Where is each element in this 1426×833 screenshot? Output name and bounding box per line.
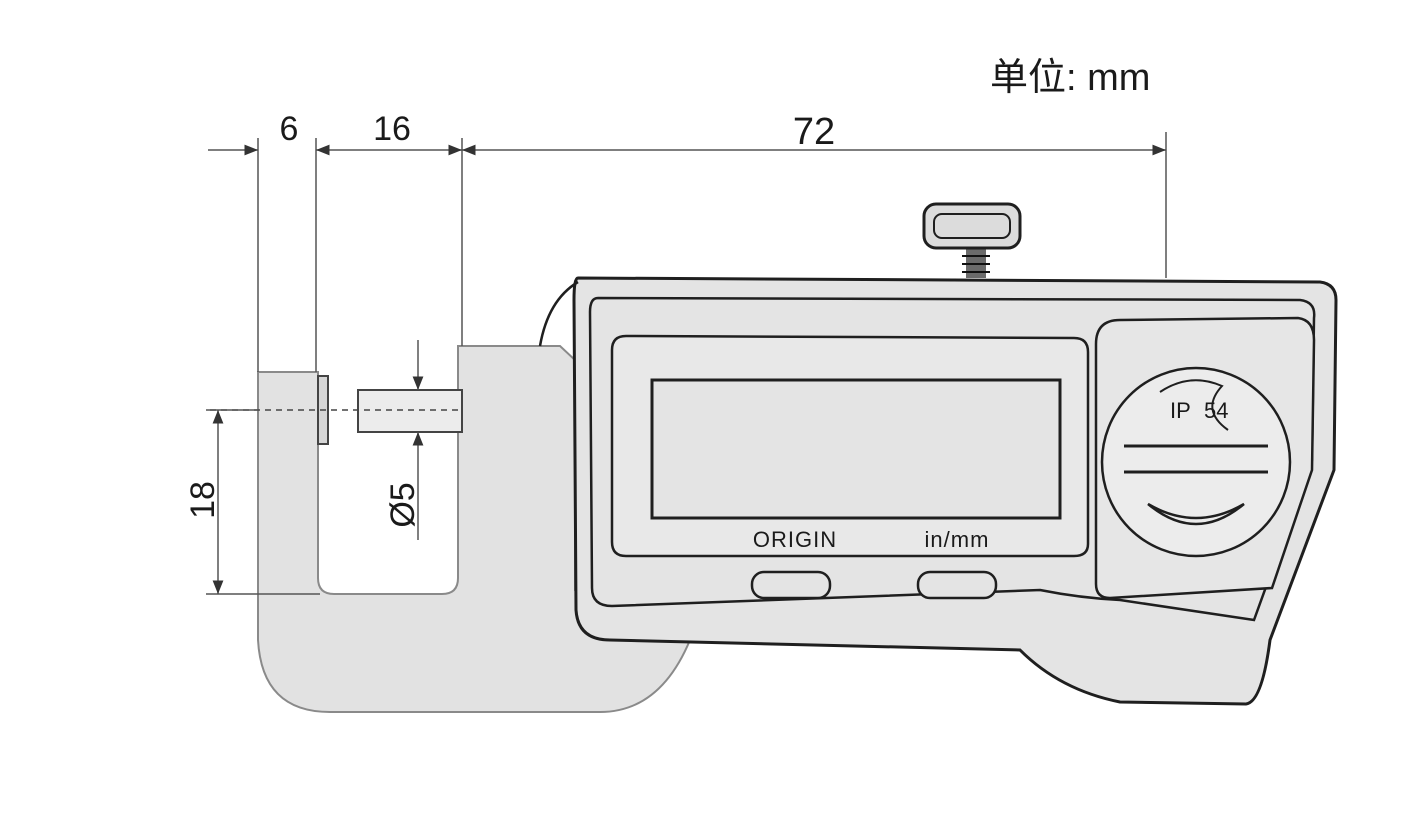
emblem-smile-icon	[1147, 502, 1245, 526]
lift-knob[interactable]	[922, 202, 1022, 250]
dim-spindle-diameter: Ø5	[384, 482, 422, 527]
origin-button-label: ORIGIN	[753, 527, 837, 552]
lcd-screen	[650, 378, 1062, 520]
dim-anvil-width: 6	[280, 110, 299, 148]
dim-throat-depth: 18	[184, 481, 222, 519]
unit-toggle-button[interactable]	[916, 570, 998, 600]
unit-label: 单位: mm	[990, 57, 1151, 99]
ip-swoosh-icon	[1159, 379, 1229, 431]
lift-knob-rim	[933, 213, 1011, 239]
spindle	[357, 389, 463, 433]
housing-bezel	[588, 296, 1316, 622]
spring-stem	[966, 246, 986, 278]
ip-rating: 54	[1204, 398, 1228, 423]
dim-body-length: 72	[793, 111, 835, 153]
origin-button[interactable]	[750, 570, 832, 600]
housing-shoulder	[538, 280, 579, 347]
unit-toggle-button-label: in/mm	[925, 527, 990, 552]
dim-gap: 16	[373, 110, 411, 148]
ip-emblem	[1100, 366, 1292, 558]
ip-prefix: IP	[1170, 398, 1191, 423]
